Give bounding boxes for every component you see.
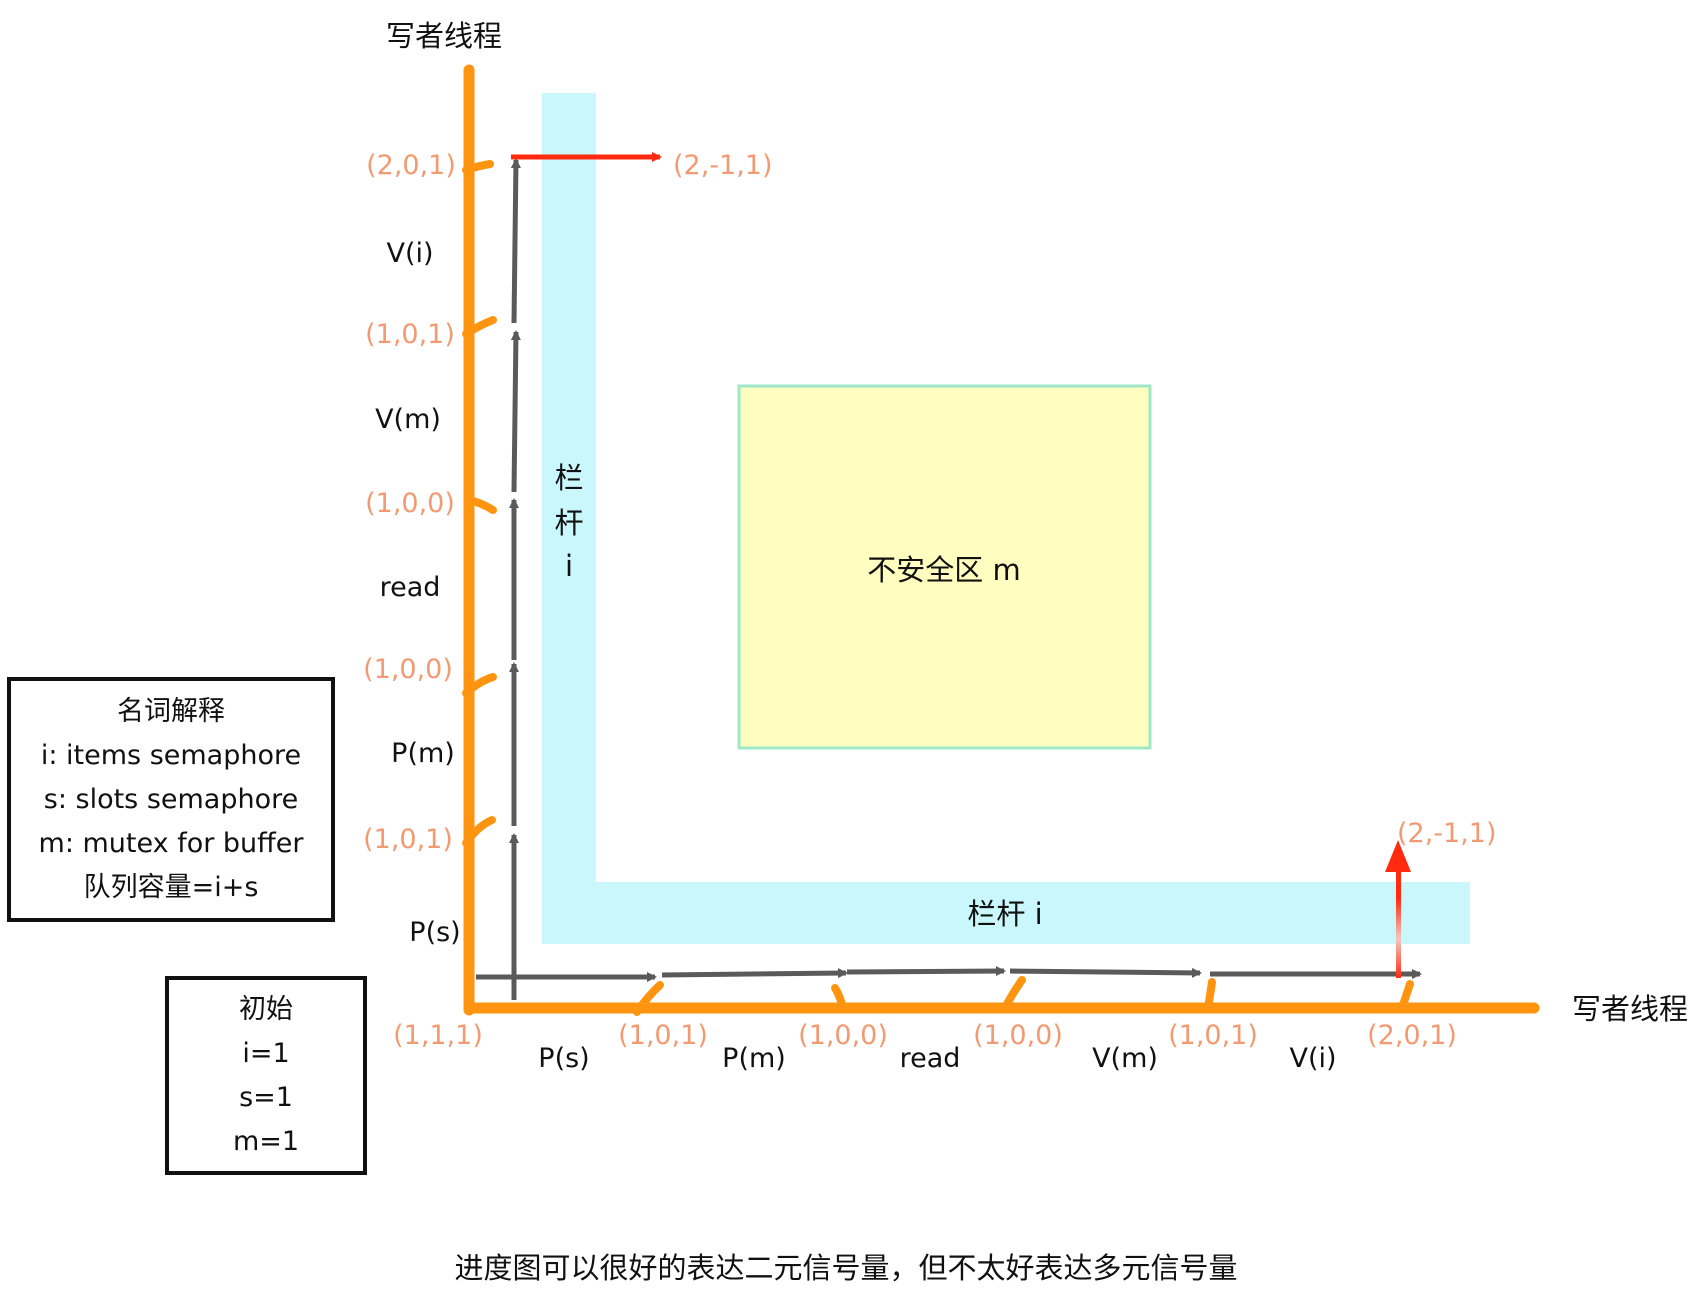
vertical-barrier-label-1: 栏 <box>554 461 583 495</box>
initial-line-3: m=1 <box>232 1125 300 1157</box>
forbidden-move-right <box>1396 865 1401 978</box>
y-coord-4: (1,0,1) <box>365 319 455 350</box>
y-op-2: P(m) <box>391 738 455 769</box>
horizontal-barrier <box>542 882 1470 944</box>
origin-coord: (1,1,1) <box>393 1020 483 1051</box>
y-coord-3: (1,0,0) <box>365 488 455 519</box>
y-coord-1: (1,0,1) <box>363 824 453 855</box>
x-op-3: read <box>900 1043 961 1074</box>
y-coord-5: (2,0,1) <box>366 150 456 181</box>
x-tick-4 <box>1204 978 1216 1012</box>
x-op-5: V(i) <box>1289 1043 1336 1074</box>
glossary-line-1: i: items semaphore <box>40 739 302 771</box>
y-path-vi <box>510 158 521 324</box>
initial-line-1: i=1 <box>242 1037 290 1069</box>
initial-box: 初始 i=1 s=1 m=1 <box>165 976 367 1175</box>
x-path-read <box>846 966 1006 977</box>
forbidden-target-right: (2,-1,1) <box>1397 818 1497 849</box>
x-tick-1 <box>633 981 664 1016</box>
forbidden-move-right-head <box>1385 840 1411 872</box>
x-op-2: P(m) <box>722 1043 786 1074</box>
x-path-pm <box>661 968 848 979</box>
y-axis-title: 写者线程 <box>386 19 502 53</box>
vertical-barrier <box>542 93 596 943</box>
initial-title: 初始 <box>239 993 293 1025</box>
glossary-title: 名词解释 <box>117 695 225 727</box>
y-coord-2: (1,0,0) <box>363 654 453 685</box>
glossary-line-2: s: slots semaphore <box>43 783 299 815</box>
x-coord-2: (1,0,0) <box>798 1020 888 1051</box>
x-coord-5: (2,0,1) <box>1367 1020 1457 1051</box>
glossary-line-4: 队列容量=i+s <box>83 871 259 903</box>
glossary-line-3: m: mutex for buffer <box>38 827 304 859</box>
vertical-barrier-label-3: i <box>565 549 573 583</box>
y-tick-2 <box>462 673 497 697</box>
y-trajectory <box>509 158 521 1000</box>
x-axis-ticks <box>633 976 1414 1016</box>
y-op-1: P(s) <box>409 917 460 948</box>
x-path-vm <box>1009 967 1202 978</box>
x-coord-3: (1,0,0) <box>973 1020 1063 1051</box>
x-trajectory <box>476 966 1422 982</box>
vertical-barrier-label-2: 杆 <box>554 506 583 540</box>
y-path-vm <box>510 330 521 493</box>
unsafe-region-label: 不安全区 m <box>867 553 1020 587</box>
unsafe-region <box>737 384 1152 750</box>
x-op-1: P(s) <box>538 1043 589 1074</box>
x-axis-title: 写者线程 <box>1572 992 1688 1026</box>
x-tick-3 <box>1001 976 1026 1012</box>
glossary-box: 名词解释 i: items semaphore s: slots semapho… <box>7 677 335 922</box>
caption: 进度图可以很好的表达二元信号量，但不太好表达多元信号量 <box>454 1251 1238 1285</box>
x-op-4: V(m) <box>1092 1043 1158 1074</box>
initial-line-2: s=1 <box>239 1081 293 1113</box>
forbidden-target-top: (2,-1,1) <box>673 150 773 181</box>
y-tick-3 <box>464 496 497 514</box>
y-tick-1 <box>462 816 496 847</box>
horizontal-barrier-label: 栏杆 i <box>967 897 1042 931</box>
y-op-5: V(i) <box>386 238 433 269</box>
y-axis-ticks <box>462 160 497 847</box>
x-tick-5 <box>1398 980 1414 1012</box>
y-op-4: V(m) <box>375 404 441 435</box>
y-tick-4 <box>462 316 497 338</box>
y-op-3: read <box>380 572 441 603</box>
x-tick-2 <box>831 984 847 1012</box>
x-coord-4: (1,0,1) <box>1168 1020 1258 1051</box>
x-coord-1: (1,0,1) <box>618 1020 708 1051</box>
y-tick-5 <box>462 160 494 174</box>
